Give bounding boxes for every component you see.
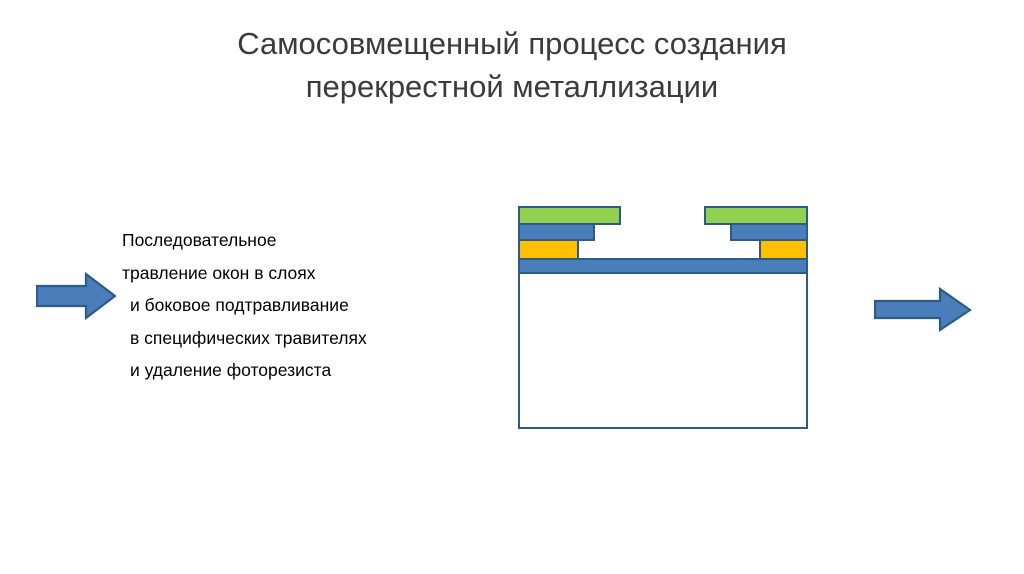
process-description-text: Последовательное травление окон в слоях … xyxy=(122,224,482,387)
diagram-layer-right-green-resist xyxy=(703,205,809,226)
caption-line-5: и удаление фоторезиста xyxy=(130,360,332,380)
page-title: Самосовмещенный процесс создания перекре… xyxy=(112,22,912,108)
caption-line-3: и боковое подтравливание xyxy=(130,295,349,315)
diagram-layer-left-orange-metal xyxy=(517,238,580,261)
diagram-layer-substrate xyxy=(517,270,809,430)
caption-line-2: травление окон в слоях xyxy=(122,262,316,283)
caption-line-4: в специфических травителях xyxy=(130,327,367,348)
diagram-layer-base-blue-film xyxy=(517,257,809,275)
arrow-right-icon-inbound xyxy=(36,272,116,320)
cross-section-diagram xyxy=(490,185,850,445)
diagram-layer-right-blue-layer xyxy=(729,222,809,242)
diagram-layer-left-green-resist xyxy=(517,205,622,226)
diagram-layer-right-orange-metal xyxy=(758,238,809,261)
page-title-line-2: перекрестной металлизации xyxy=(305,69,719,104)
page-title-line-1: Самосовмещенный процесс создания xyxy=(237,26,787,61)
arrow-right-icon-outbound xyxy=(874,285,972,333)
diagram-layer-left-blue-layer xyxy=(517,222,596,242)
caption-line-1: Последовательное xyxy=(122,230,277,250)
